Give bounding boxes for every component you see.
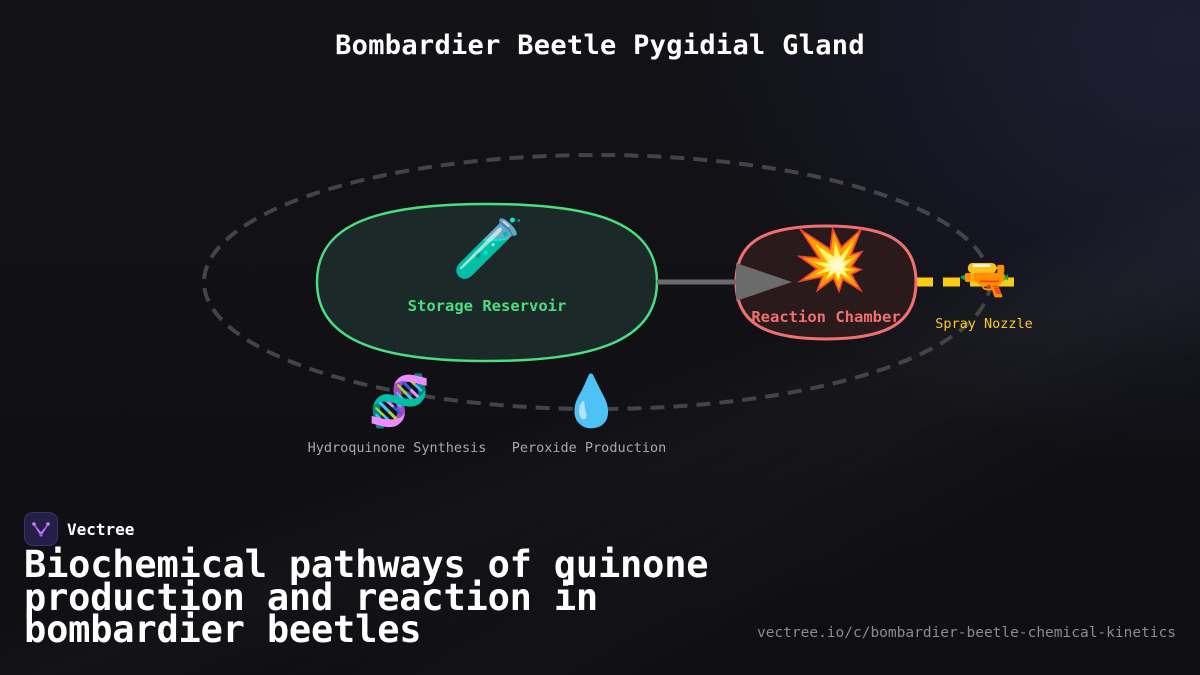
- test-tube-icon: 🧪: [452, 214, 525, 282]
- explosion-icon: 💥: [793, 225, 868, 295]
- page-url[interactable]: vectree.io/c/bombardier-beetle-chemical-…: [756, 625, 1176, 641]
- water-pistol-icon: 🔫: [958, 254, 1012, 303]
- headline: Biochemical pathways of quinone producti…: [24, 543, 709, 651]
- brand-name: Vectree: [67, 519, 135, 539]
- reaction-chamber-label: Reaction Chamber: [751, 308, 901, 326]
- storage-reservoir-shape: [315, 202, 659, 363]
- gland-outline: [202, 153, 992, 411]
- reaction-chamber-shape: [734, 224, 918, 341]
- spray-nozzle-label: Spray Nozzle: [935, 316, 1033, 332]
- vectree-logo-icon: [24, 512, 58, 546]
- hydroquinone-synthesis-label: Hydroquinone Synthesis: [307, 440, 487, 456]
- dna-icon: 🧬: [368, 372, 431, 430]
- flow-arrow-head: [736, 263, 792, 301]
- peroxide-production-label: Peroxide Production: [511, 440, 667, 456]
- droplet-icon: 💧: [560, 372, 623, 430]
- storage-reservoir-label: Storage Reservoir: [407, 297, 567, 315]
- diagram-title: Bombardier Beetle Pygidial Gland: [335, 30, 865, 61]
- brand[interactable]: Vectree: [24, 512, 134, 546]
